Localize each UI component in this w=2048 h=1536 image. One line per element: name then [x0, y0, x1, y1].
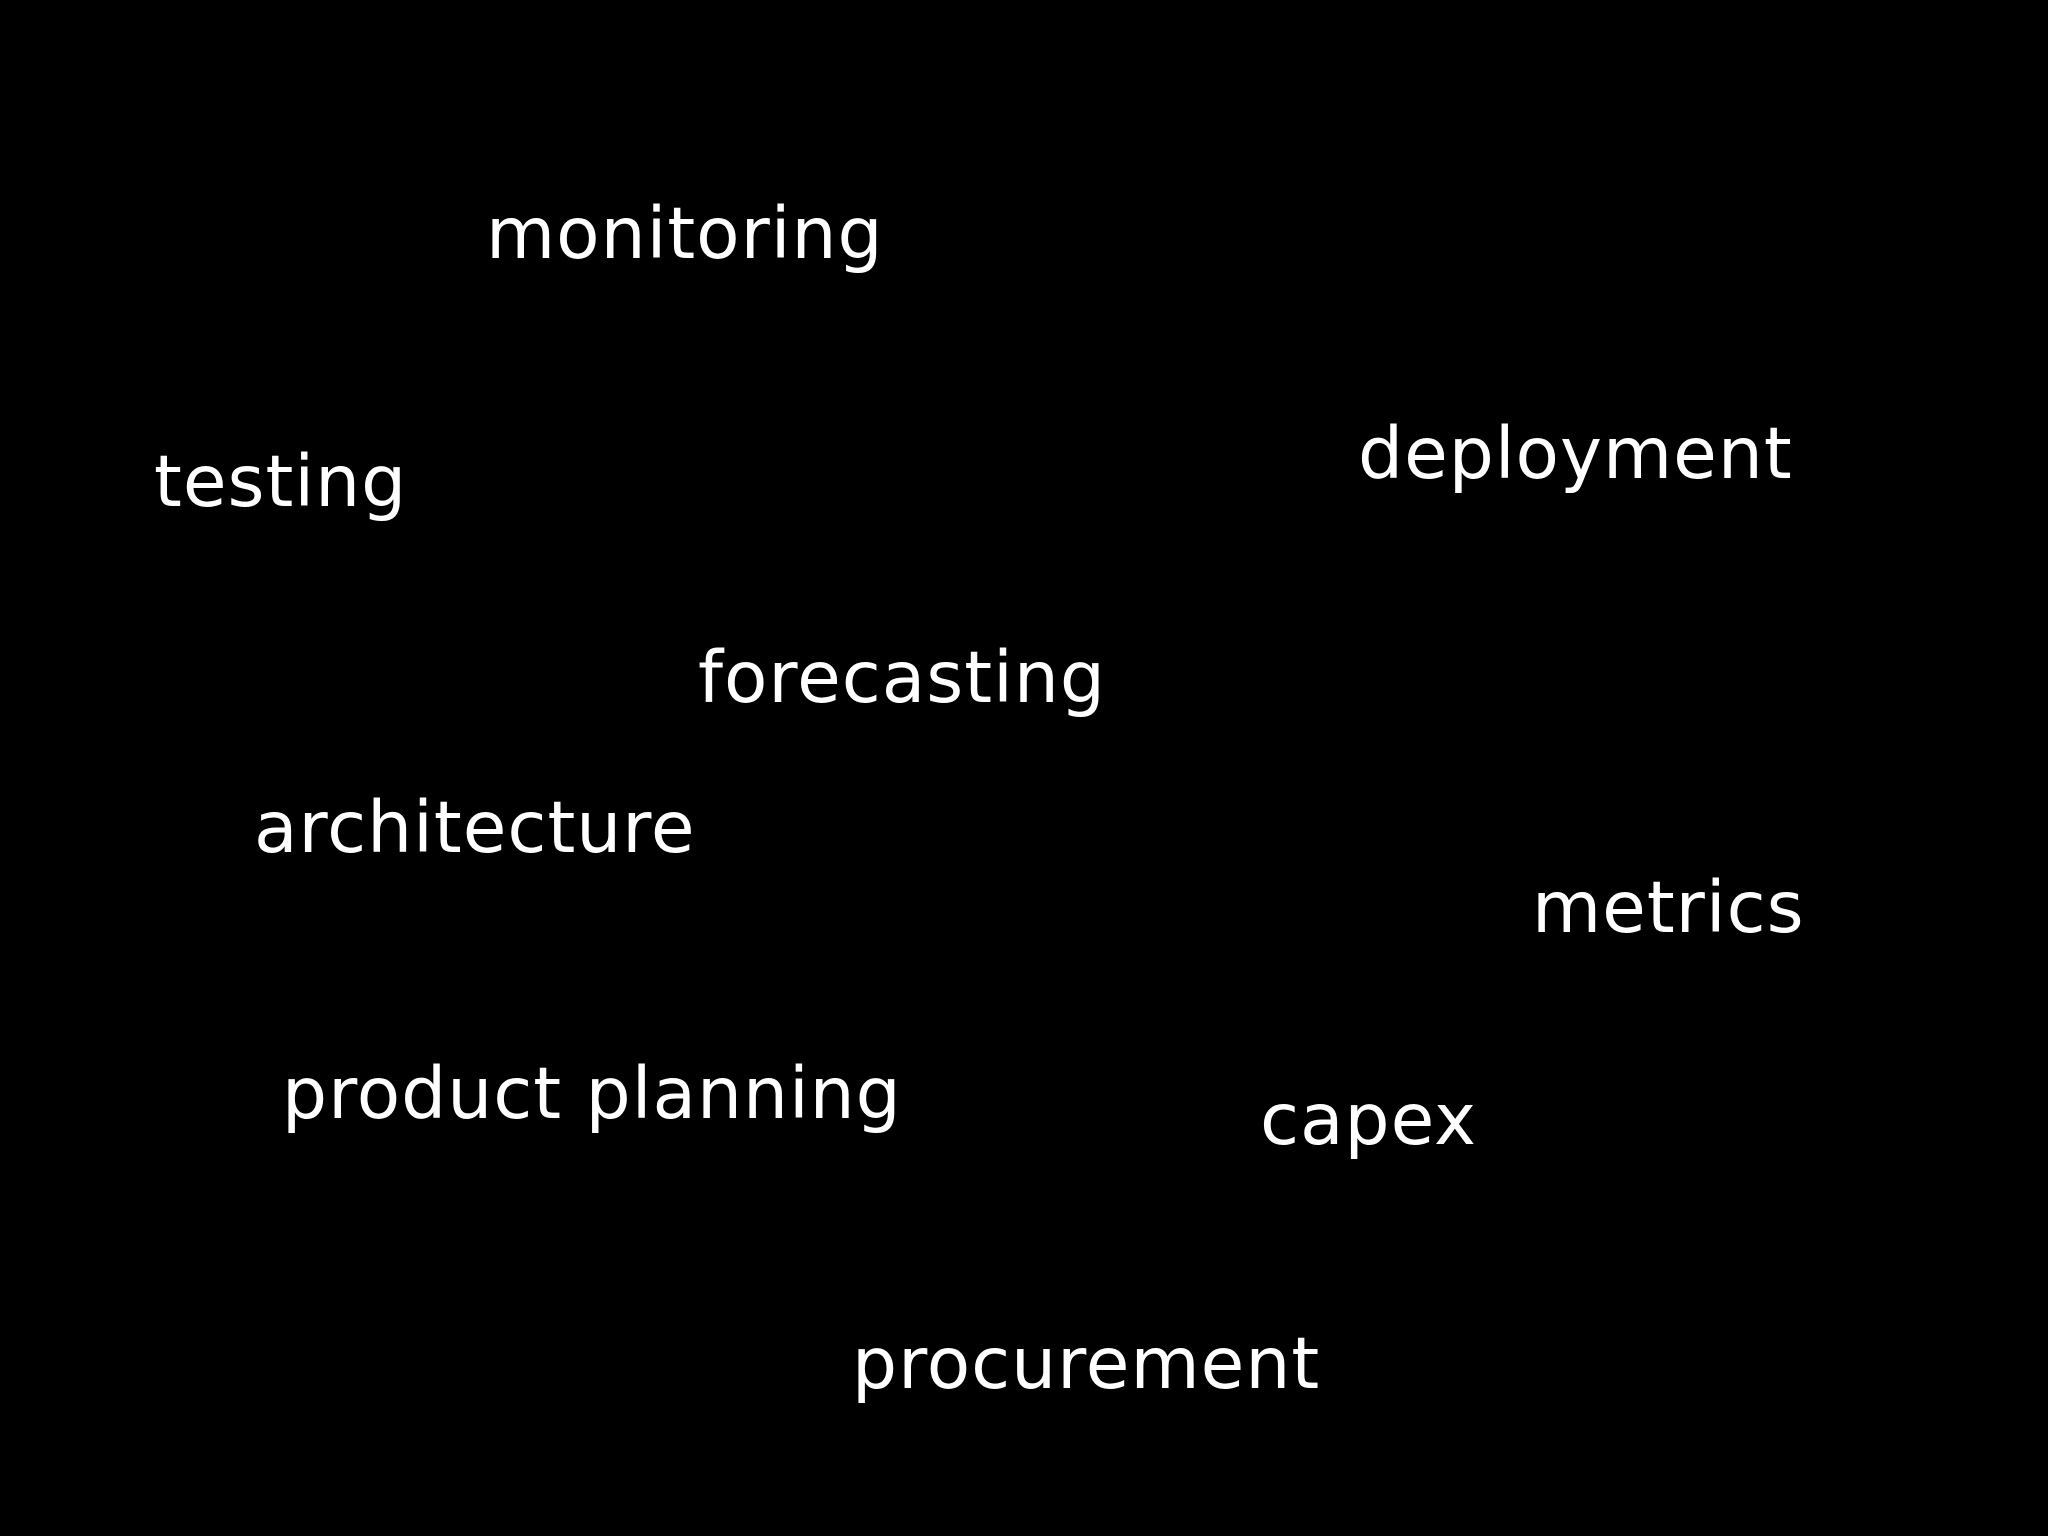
word-procurement: procurement — [852, 1322, 1321, 1405]
word-forecasting: forecasting — [698, 636, 1106, 719]
word-testing: testing — [154, 440, 408, 523]
word-monitoring: monitoring — [486, 192, 884, 275]
word-deployment: deployment — [1358, 412, 1793, 495]
word-capex: capex — [1260, 1078, 1478, 1161]
word-architecture: architecture — [254, 786, 696, 869]
word-metrics: metrics — [1532, 866, 1805, 949]
word-product-planning: product planning — [282, 1052, 902, 1135]
